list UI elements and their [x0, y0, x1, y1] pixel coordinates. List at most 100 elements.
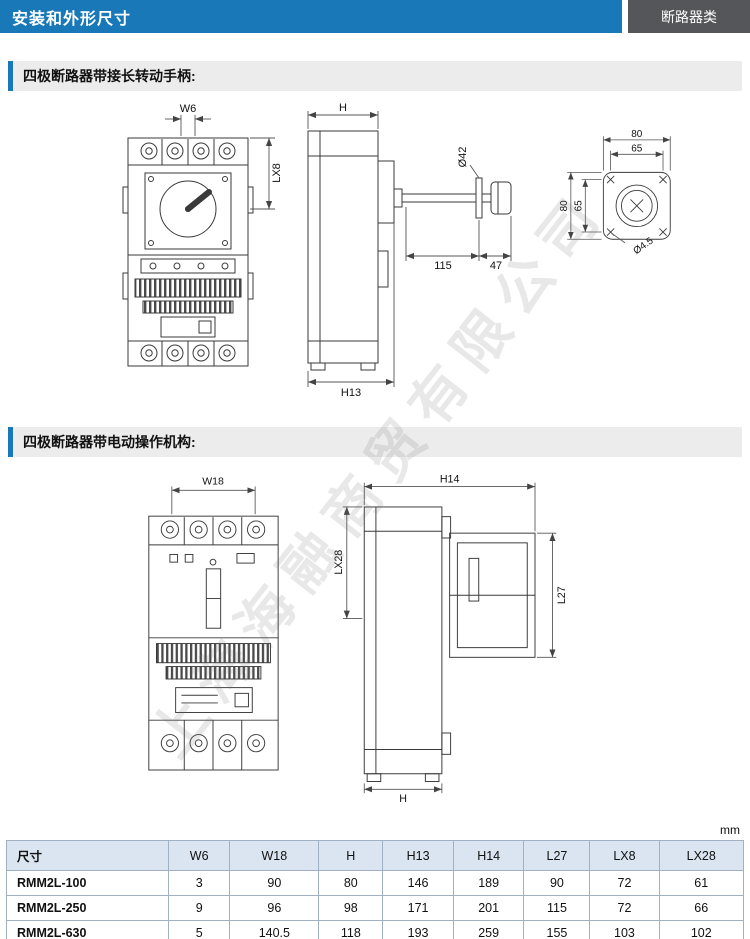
section1-heading: 四极断路器带接长转动手柄:: [8, 61, 742, 91]
header-cell-lx28: LX28: [658, 840, 744, 871]
dim-plate-width-outer: 80: [602, 129, 671, 171]
handle-plate: [602, 171, 671, 240]
dim-label-h13: H13: [341, 387, 361, 399]
value-cell: 193: [382, 920, 454, 939]
model-cell: RMM2L-630: [6, 920, 169, 939]
page-title-bar: 安装和外形尺寸: [0, 0, 622, 33]
dim-47: 47: [479, 216, 512, 272]
breaker-body: [122, 137, 254, 367]
dim-l27: L27: [536, 532, 568, 658]
dim-label-plate-80h: 80: [559, 200, 570, 212]
dim-label-h: H: [339, 102, 347, 114]
category-badge: 断路器类: [628, 0, 750, 33]
value-cell: 98: [318, 895, 384, 921]
dim-lx28: LX28: [333, 506, 363, 619]
page-title: 安装和外形尺寸: [12, 10, 132, 28]
value-cell: 102: [658, 920, 744, 939]
dim-hole-diameter: Ø4.5: [612, 233, 656, 257]
table-header-row: 尺寸 W6 W18 H H13 H14 L27 LX8 LX28: [6, 840, 744, 871]
dimensions-table: 尺寸 W6 W18 H H13 H14 L27 LX8 LX28 RMM2L-1…: [6, 840, 744, 939]
dim-115: 115: [405, 207, 480, 272]
dim-label-h2: H: [399, 793, 407, 805]
dim-label-plate-80w: 80: [631, 129, 643, 140]
table-row: RMM2L-630 5 140.5 118 193 259 155 103 10…: [6, 920, 744, 939]
value-cell: 118: [318, 920, 384, 939]
value-cell: 103: [589, 920, 660, 939]
value-cell: 155: [523, 920, 591, 939]
unit-row: mm: [0, 817, 750, 840]
dim-label-lx28: LX28: [333, 550, 345, 575]
value-cell: 61: [658, 870, 744, 896]
dim-plate-height-inner: 65: [574, 179, 602, 233]
dim-h: H: [307, 102, 379, 129]
dim-label-plate-65h: 65: [574, 200, 585, 212]
value-cell: 72: [589, 895, 660, 921]
value-cell: 66: [658, 895, 744, 921]
dim-label-h14: H14: [440, 474, 460, 486]
dim-label-plate-65w: 65: [631, 144, 643, 155]
model-cell: RMM2L-100: [6, 870, 169, 896]
shaft-disc: [475, 177, 483, 219]
screw-marks: [606, 175, 667, 236]
dim-label-w18: W18: [202, 476, 224, 488]
unit-label: mm: [720, 823, 740, 837]
dim-h-bottom: H: [363, 783, 443, 805]
header-cell-h: H: [318, 840, 384, 871]
dim-h13: H13: [307, 223, 395, 399]
breaker-side-body: [307, 130, 512, 371]
value-cell: 90: [229, 870, 320, 896]
dim-label-47: 47: [490, 260, 502, 272]
value-cell: 201: [452, 895, 525, 921]
dim-lx8: LX8: [250, 137, 283, 210]
header-cell-lx8: LX8: [589, 840, 660, 871]
table-row: RMM2L-100 3 90 80 146 189 90 72 61: [6, 870, 744, 896]
table-row: RMM2L-250 9 96 98 171 201 115 72 66: [6, 895, 744, 921]
header-cell-h13: H13: [382, 840, 454, 871]
shaft-coupler: [393, 188, 403, 208]
value-cell: 9: [167, 895, 231, 921]
dim-label-hole: Ø4.5: [632, 235, 656, 257]
value-cell: 140.5: [229, 920, 320, 939]
value-cell: 96: [229, 895, 320, 921]
value-cell: 189: [452, 870, 525, 896]
dim-plate-width-inner: 65: [610, 144, 664, 171]
breaker-motor-body: [148, 515, 279, 771]
dim-h14: H14: [363, 474, 536, 532]
breaker-motor-side-body: [363, 506, 536, 782]
dim-w18: W18: [171, 476, 256, 515]
value-cell: 171: [382, 895, 454, 921]
header-cell-model: 尺寸: [6, 840, 169, 871]
page-header: 安装和外形尺寸 断路器类: [0, 0, 750, 33]
dim-w6: W6: [165, 103, 211, 136]
value-cell: 90: [523, 870, 591, 896]
header-cell-l27: L27: [523, 840, 591, 871]
header-cell-w6: W6: [167, 840, 231, 871]
value-cell: 115: [523, 895, 591, 921]
dim-plate-height-outer: 80: [559, 171, 602, 240]
dim-label-lx8: LX8: [271, 163, 283, 183]
side-view-motor-drawing: H14 LX28 L27 H: [333, 474, 568, 805]
handle-head: [490, 181, 512, 215]
handle-plate-drawing: 80 65 80 65 Ø4.5: [559, 129, 671, 257]
front-view-motor-drawing: W18: [148, 476, 279, 771]
value-cell: 80: [318, 870, 384, 896]
header-cell-w18: W18: [229, 840, 320, 871]
side-view-rotary-handle-drawing: H Ø42 115 47 H13: [307, 102, 512, 399]
dim-d42: Ø42: [457, 147, 480, 179]
rotary-handle-drawings: W6 LX8: [0, 91, 750, 421]
dim-label-w6: W6: [180, 103, 197, 115]
model-cell: RMM2L-250: [6, 895, 169, 921]
dim-label-d42: Ø42: [457, 147, 469, 168]
section2-title: 四极断路器带电动操作机构:: [23, 434, 196, 450]
value-cell: 5: [167, 920, 231, 939]
section2-heading: 四极断路器带电动操作机构:: [8, 427, 742, 457]
value-cell: 259: [452, 920, 525, 939]
section1-title: 四极断路器带接长转动手柄:: [23, 68, 196, 84]
value-cell: 72: [589, 870, 660, 896]
dim-label-115: 115: [434, 260, 452, 272]
value-cell: 3: [167, 870, 231, 896]
value-cell: 146: [382, 870, 454, 896]
front-view-rotary-handle-drawing: W6 LX8: [122, 103, 283, 367]
motor-operator-drawings: W18 H14: [0, 457, 750, 817]
